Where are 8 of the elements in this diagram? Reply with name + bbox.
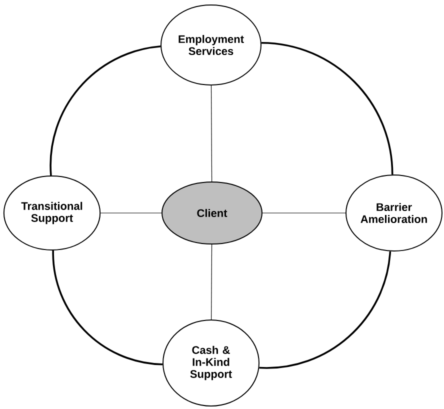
connector-line: [100, 212, 162, 214]
ring-arc: [259, 251, 392, 369]
connector-line: [211, 244, 212, 320]
ring-arc: [261, 42, 394, 175]
ring-arc: [52, 250, 163, 366]
ring-arc: [50, 46, 161, 176]
connector-line: [210, 85, 212, 182]
connector-line: [262, 212, 346, 214]
